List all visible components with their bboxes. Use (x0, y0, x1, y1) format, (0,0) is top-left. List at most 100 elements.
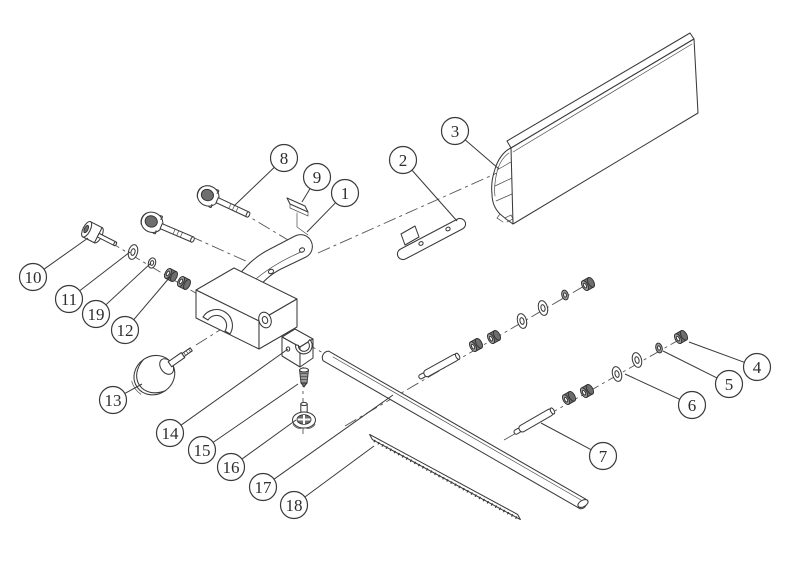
callout-10: 10 (18, 237, 89, 292)
callout-circle-4 (742, 352, 772, 382)
callout-number-6: 6 (688, 396, 697, 415)
callout-15: 15 (187, 383, 299, 465)
leader-line-5 (662, 350, 718, 379)
threaded-stud (512, 406, 557, 437)
leader-line-15 (212, 383, 299, 443)
callout-circle-11 (54, 284, 84, 314)
callout-circle-17 (248, 472, 278, 502)
callout-9: 9 (301, 162, 332, 203)
star-knob-bolt (137, 208, 199, 250)
part-plunger-screw (298, 367, 310, 388)
callout-number-12: 12 (117, 321, 134, 340)
body-hub-boss (258, 311, 272, 329)
callout-17: 17 (248, 394, 394, 502)
part-nuts-12 (162, 266, 193, 292)
callout-number-15: 15 (194, 441, 211, 460)
callout-circle-9 (302, 162, 332, 192)
flat-washer (630, 351, 644, 369)
part-mounting-stud-set-lower (512, 328, 690, 437)
callout-circle-5 (714, 369, 744, 399)
guide-block-saddle (295, 339, 313, 355)
callout-number-4: 4 (753, 358, 762, 377)
callout-16: 16 (216, 419, 297, 482)
callout-7: 7 (540, 422, 618, 471)
hex-nut (162, 266, 180, 284)
flat-washer (515, 312, 529, 330)
callout-number-16: 16 (223, 458, 240, 477)
callout-number-13: 13 (105, 391, 122, 410)
leader-line-18 (304, 445, 375, 498)
leader-line-16 (241, 419, 297, 460)
callout-circle-14 (155, 418, 185, 448)
callout-number-2: 2 (399, 151, 408, 170)
callout-circle-7 (588, 441, 618, 471)
part-washer-19 (146, 256, 158, 270)
callout-6: 6 (624, 373, 707, 420)
part-guide-rod (321, 350, 589, 510)
callout-number-10: 10 (25, 268, 42, 287)
leader-line-13 (124, 383, 143, 394)
callout-number-7: 7 (599, 447, 608, 466)
callout-circle-10 (18, 262, 48, 292)
callout-circle-16 (216, 452, 246, 482)
flat-washer (610, 365, 624, 383)
leader-line-10 (43, 237, 89, 270)
callout-13: 13 (98, 383, 143, 415)
callout-8: 8 (233, 143, 299, 207)
part-clamp-bar (396, 217, 467, 261)
leader-line-12 (133, 276, 171, 321)
axis-line (189, 235, 269, 272)
leader-line-19 (105, 262, 152, 306)
callout-number-9: 9 (313, 168, 322, 187)
callout-number-11: 11 (61, 290, 77, 309)
leader-line-6 (624, 373, 680, 400)
part-small-knob (291, 401, 317, 430)
callout-circle-15 (187, 435, 217, 465)
part-guide-block (281, 328, 314, 368)
callout-circle-1 (330, 178, 360, 208)
part-key-plate (286, 197, 309, 236)
callout-number-3: 3 (451, 122, 460, 141)
part-mounting-stud-set-upper (416, 275, 597, 382)
callout-11: 11 (54, 251, 131, 314)
axis-line (317, 172, 498, 254)
callout-circle-18 (279, 490, 309, 520)
threaded-stud (416, 351, 462, 382)
hex-nut (485, 328, 503, 346)
callout-number-19: 19 (88, 305, 105, 324)
callout-2: 2 (388, 145, 458, 222)
leader-line-8 (233, 166, 275, 207)
callout-12: 12 (110, 276, 171, 345)
callout-19: 19 (81, 262, 152, 329)
callout-5: 5 (662, 350, 744, 399)
hex-nut (578, 382, 596, 400)
leader-line-7 (540, 422, 592, 451)
part-washer-11 (126, 243, 140, 261)
callout-4: 4 (688, 341, 772, 382)
hex-nut (467, 336, 485, 354)
leader-line-17 (273, 394, 394, 480)
part-knob-bolts (137, 181, 255, 250)
leader-line-9 (301, 188, 311, 203)
callout-circle-2 (388, 145, 418, 175)
hex-nut (175, 274, 193, 292)
callout-circle-19 (81, 299, 111, 329)
callout-circle-3 (440, 116, 470, 146)
part-fence-body-casting (195, 234, 313, 350)
callout-number-17: 17 (255, 478, 273, 497)
hex-nut (560, 389, 578, 407)
leader-line-2 (411, 169, 458, 222)
hex-nut (579, 275, 597, 293)
callout-number-14: 14 (162, 424, 180, 443)
callout-3: 3 (440, 116, 500, 170)
leader-line-3 (464, 139, 500, 170)
callout-18: 18 (279, 445, 375, 520)
leader-line-4 (688, 341, 745, 363)
callout-circle-8 (269, 143, 299, 173)
flat-washer (536, 299, 550, 317)
part-scale-ruler (369, 433, 521, 521)
leader-line-11 (79, 251, 131, 292)
